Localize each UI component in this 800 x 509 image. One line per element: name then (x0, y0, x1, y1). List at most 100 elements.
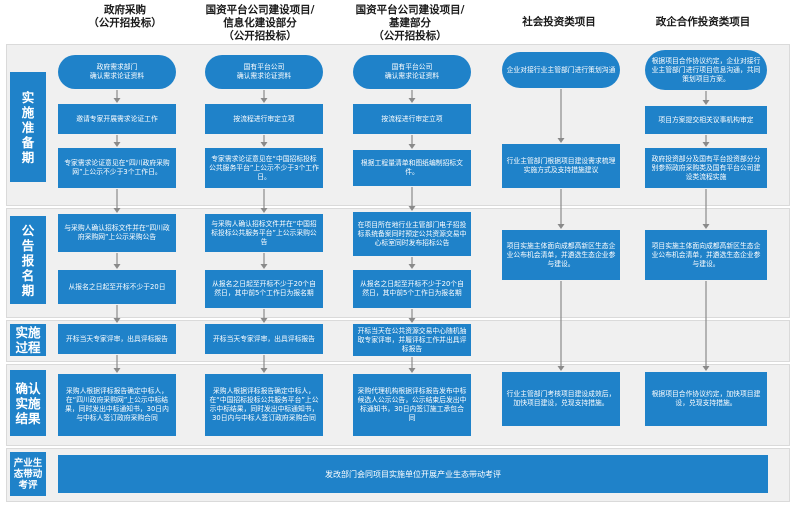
column-header-state-infra: 国资平台公司建设项目/ 基建部分 （公开招投标） (335, 4, 485, 43)
column-header-ppp: 政企合作投资类项目 (628, 16, 778, 29)
phase-line: 结果 (15, 410, 41, 426)
node-text: 从报名之日起至开标不少于20日 (68, 282, 166, 291)
c3-step-6: 开标当天在公共资源交易中心随机抽取专家评审，并履评标工作并出具评标报告 (353, 324, 471, 356)
c4-step-3: 项目实施主体面向成都高新区生态企业公布机会清单，并遴选生态企业参与建设。 (502, 230, 620, 280)
node-text: 采购人根据评标报告确定中标人，在“四川政府采购网”上公示中标结果，同时发出中标通… (65, 387, 169, 422)
column-subtitle: （公开招投标） (373, 30, 447, 42)
c1-step-5: 从报名之日起至开标不少于20日 (58, 270, 176, 304)
c4-step-2: 行业主管部门根据项目建设需求梳理实施方式及支持措施建议 (502, 144, 620, 188)
phase-line: 实施 (15, 395, 41, 411)
phase-char: 名 (21, 267, 35, 283)
c4-step-4: 行业主管部门考核项目建设成效后，加快项目建设，兑现支持措施。 (502, 372, 620, 426)
c3-step-5: 从报名之日起至开标不少于20个自然日，其中前5个工作日为报名期 (353, 270, 471, 308)
phase-char: 施 (21, 104, 35, 120)
c2-step-5: 从报名之日起至开标不少于20个自然日，其中前5个工作日为报名期 (205, 270, 323, 308)
node-text: 政府需求部门 (96, 63, 138, 71)
c2-step-7: 采购人根据评标报告确定中标人，在“中国招标投标公共服务平台”上公示中标结果，同时… (205, 374, 323, 436)
c5-step-4: 项目实施主体面向成都高新区生态企业公布机会清单，并遴选生态企业参与建设。 (645, 230, 767, 280)
phase-label-result: 确认 实施 结果 (10, 370, 46, 436)
c1-step-7: 采购人根据评标报告确定中标人，在“四川政府采购网”上公示中标结果，同时发出中标通… (58, 374, 176, 436)
node-text: 开标当天在公共资源交易中心随机抽取专家评审，并履评标工作并出具评标报告 (357, 326, 467, 353)
column-subtitle: （公开招投标） (223, 30, 297, 42)
node-text: 政府投资部分及国有平台投资部分分别参照政府采购类及国有平台公司建设类流程实施 (651, 154, 761, 181)
node-text: 确认需求论证资料 (236, 72, 292, 80)
c5-step-5: 根据项目合作协议约定，加快项目建设，兑现支持措施。 (645, 372, 767, 426)
phase-char: 期 (21, 149, 35, 165)
phase-char: 告 (21, 237, 35, 253)
phase-char: 期 (21, 282, 35, 298)
node-text: 行业主管部门根据项目建设需求梳理实施方式及支持措施建议 (506, 157, 616, 174)
c1-step-3: 专家需求论证意见在“四川政府采购网”上公示不少于3个工作日。 (58, 148, 176, 188)
node-text: 确认需求论证资料 (384, 72, 440, 80)
node-text: 发改部门会同项目实施单位开展产业生态带动考评 (325, 469, 501, 479)
node-text: 根据项目合作协议约定，加快项目建设，兑现支持措施。 (651, 390, 761, 407)
node-text: 与采购人确认招标文件并在“中国招标投标公共服务平台”上公示采购公告 (211, 219, 317, 246)
phase-line: 过程 (15, 340, 41, 355)
node-text: 采购代理机构根据评标报告发布中标候选人公示公告，公示结束后发出中标通知书，30日… (357, 387, 467, 422)
column-header-state-it: 国资平台公司建设项目/ 信息化建设部分 （公开招投标） (185, 4, 335, 43)
column-title-line2: 基建部分 (389, 17, 431, 29)
phase-line: 考评 (18, 479, 38, 491)
node-text: 按流程进行审定立项 (381, 114, 443, 123)
c1-start-node: 政府需求部门 确认需求论证资料 (58, 55, 176, 89)
c3-step-2: 按流程进行审定立项 (353, 104, 471, 134)
c5-start-node: 根据项目合作协议约定，企业对接行业主管部门进行项目信息沟通，共同策划项目方案。 (645, 50, 767, 90)
column-title: 国资平台公司建设项目/ (205, 4, 315, 16)
c2-step-6: 开标当天专家评审，出具评标报告 (205, 324, 323, 354)
phase-char: 准 (21, 119, 35, 135)
phase-label-announcement: 公 告 报 名 期 (10, 216, 46, 304)
phase-char: 实 (21, 89, 35, 105)
node-text: 采购人根据评标报告确定中标人，在“中国招标投标公共服务平台”上公示中标结果，同时… (209, 387, 319, 422)
c1-step-6: 开标当天专家评审，出具评标报告 (58, 324, 176, 354)
node-text: 确认需求论证资料 (89, 72, 145, 80)
column-header-gov-procurement: 政府采购 （公开招投标） (50, 4, 200, 30)
node-text: 开标当天专家评审，出具评标报告 (213, 334, 315, 343)
c2-start-node: 国有平台公司 确认需求论证资料 (205, 55, 323, 89)
node-text: 项目方案提交相关议事机构审定 (658, 115, 754, 124)
phase-char: 公 (21, 222, 35, 238)
c5-step-2: 项目方案提交相关议事机构审定 (645, 106, 767, 134)
node-text: 国有平台公司 (243, 63, 285, 71)
node-text: 从报名之日起至开标不少于20个自然日，其中前5个工作日为报名期 (212, 280, 316, 297)
phase-label-preparation: 实 施 准 备 期 (10, 72, 46, 182)
column-title-line2: 信息化建设部分 (223, 17, 297, 29)
node-text: 根据工程量清单和图纸编制招标文件。 (361, 159, 463, 176)
c5-step-3: 政府投资部分及国有平台投资部分分别参照政府采购类及国有平台公司建设类流程实施 (645, 148, 767, 188)
node-text: 按流程进行审定立项 (233, 114, 295, 123)
c3-step-7: 采购代理机构根据评标报告发布中标候选人公示公告，公示结束后发出中标通知书，30日… (353, 374, 471, 436)
node-text: 根据项目合作协议约定，企业对接行业主管部门进行项目信息沟通，共同策划项目方案。 (651, 56, 761, 83)
phase-label-implementation: 实施 过程 (10, 324, 46, 356)
phase-char: 报 (21, 252, 35, 268)
node-text: 项目实施主体面向成都高新区生态企业公布机会清单，并遴选生态企业参与建设。 (651, 241, 761, 268)
node-text: 项目实施主体面向成都高新区生态企业公布机会清单，并遴选生态企业参与建设。 (506, 241, 616, 268)
c3-step-3: 根据工程量清单和图纸编制招标文件。 (353, 150, 471, 186)
node-text: 邀请专家开展需求论证工作 (76, 114, 158, 123)
node-text: 与采购人确认招标文件并在“四川政府采购网”上公示采购公告 (64, 224, 170, 241)
column-header-social-investment: 社会投资类项目 (484, 16, 634, 29)
c4-start-node: 企业对接行业主管部门进行策划沟通 (502, 52, 620, 88)
c2-step-4: 与采购人确认招标文件并在“中国招标投标公共服务平台”上公示采购公告 (205, 214, 323, 252)
node-text: 行业主管部门考核项目建设成效后，加快项目建设，兑现支持措施。 (506, 390, 616, 407)
column-title: 国资平台公司建设项目/ (355, 4, 465, 16)
node-text: 从报名之日起至开标不少于20个自然日，其中前5个工作日为报名期 (360, 280, 464, 297)
phase-label-evaluation: 产业生 态带动 考评 (10, 452, 46, 496)
column-subtitle: （公开招投标） (88, 17, 162, 29)
node-text: 专家需求论证意见在“中国招标投标公共服务平台”上公示不少于3个工作日。 (209, 154, 319, 181)
column-title: 政府采购 (104, 4, 146, 16)
phase-char: 备 (21, 134, 35, 150)
phase-line: 态带动 (13, 468, 43, 480)
c2-step-2: 按流程进行审定立项 (205, 104, 323, 134)
node-text: 企业对接行业主管部门进行策划沟通 (506, 65, 616, 74)
c1-step-4: 与采购人确认招标文件并在“四川政府采购网”上公示采购公告 (58, 214, 176, 252)
c1-step-2: 邀请专家开展需求论证工作 (58, 104, 176, 134)
evaluation-box: 发改部门会同项目实施单位开展产业生态带动考评 (58, 455, 768, 493)
c2-step-3: 专家需求论证意见在“中国招标投标公共服务平台”上公示不少于3个工作日。 (205, 148, 323, 188)
phase-line: 产业生 (13, 457, 43, 469)
column-title: 政企合作投资类项目 (655, 16, 751, 28)
phase-line: 实施 (15, 325, 41, 340)
node-text: 在项目所在地行业主管部门电子招投标系统备案同时预定公共资源交易中心标室同时发布招… (357, 220, 467, 247)
column-title: 社会投资类项目 (522, 16, 596, 28)
phase-line: 确认 (15, 380, 41, 396)
c3-step-4: 在项目所在地行业主管部门电子招投标系统备案同时预定公共资源交易中心标室同时发布招… (353, 212, 471, 256)
c3-start-node: 国有平台公司 确认需求论证资料 (353, 55, 471, 89)
